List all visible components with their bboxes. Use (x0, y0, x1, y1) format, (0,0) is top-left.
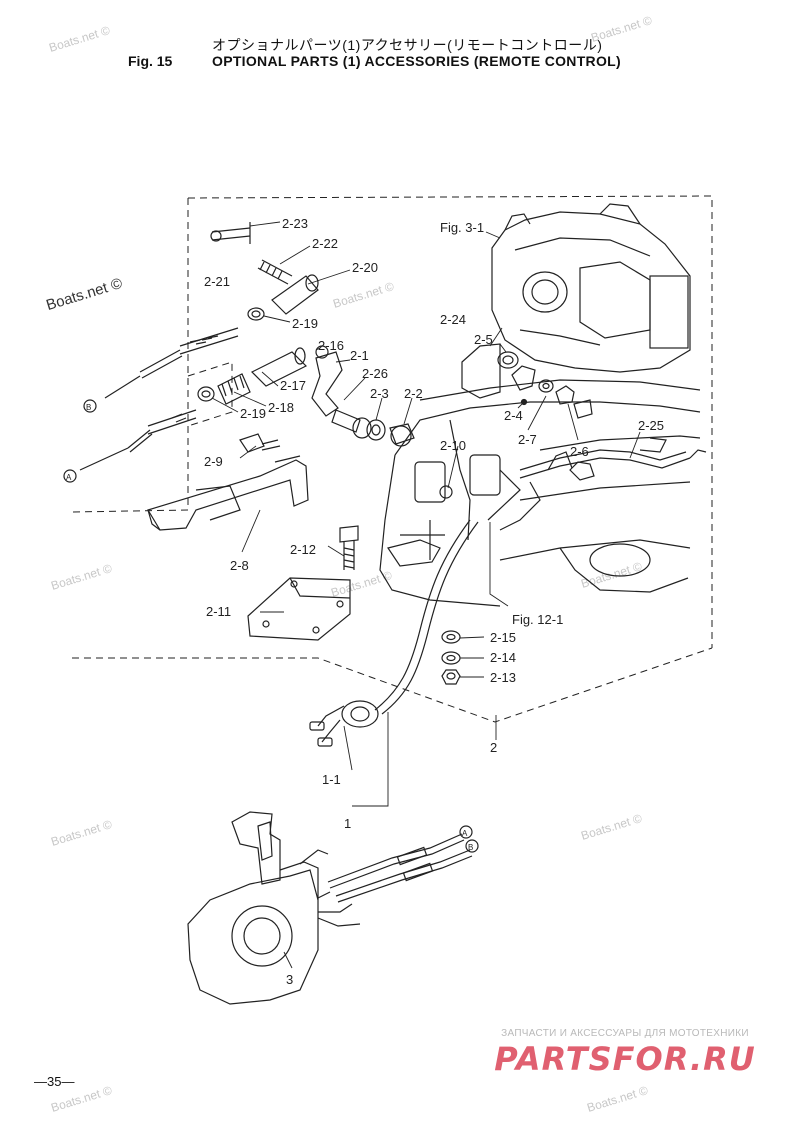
label-2-13: 2-13 (490, 670, 516, 685)
label-2-11: 2-11 (206, 604, 231, 619)
link-rod-parts: B (83, 222, 319, 413)
remote-control-cable (309, 519, 479, 747)
remote-cables-a-b: A B (317, 825, 479, 927)
label-2-8: 2-8 (230, 558, 249, 573)
page-title: OPTIONAL PARTS (1) ACCESSORIES (REMOTE C… (212, 53, 621, 69)
cable-bracket (147, 433, 309, 531)
header: オプショナルパーツ(1)アクセサリー(リモートコントロール) Fig. 15 O… (0, 0, 800, 80)
cable-marker-a: A (66, 473, 72, 482)
remote-control-box (187, 811, 331, 1005)
label-2-16: 2-16 (318, 338, 344, 353)
label-2-5: 2-5 (474, 332, 493, 347)
label-2-15: 2-15 (490, 630, 516, 645)
throttle-lever (311, 345, 415, 447)
label-2-7: 2-7 (518, 432, 537, 447)
label-2-2: 2-2 (404, 386, 423, 401)
page-number: —35— (34, 1074, 75, 1089)
second-rod-parts: A (63, 347, 308, 483)
cable-marker-a-lower: A (462, 829, 468, 838)
label-2-19a: 2-19 (292, 316, 318, 331)
label-2-21: 2-21 (204, 274, 230, 289)
label-2-12: 2-12 (290, 542, 316, 557)
figure-number: Fig. 15 (128, 53, 173, 69)
japanese-title: オプショナルパーツ(1)アクセサリー(リモートコントロール) (212, 37, 603, 53)
label-3: 3 (286, 972, 293, 987)
label-2-17: 2-17 (280, 378, 306, 393)
cable-marker-b: B (86, 403, 91, 412)
engine-block (491, 203, 691, 373)
label-1: 1 (344, 816, 351, 831)
assembly-boundary (71, 195, 713, 723)
ref-fig-3-1: Fig. 3-1 (440, 220, 484, 235)
label-2-18: 2-18 (268, 400, 294, 415)
label-2-4: 2-4 (504, 408, 523, 423)
label-2-20: 2-20 (352, 260, 378, 275)
wiring-harness (487, 437, 707, 531)
ref-fig-12-1: Fig. 12-1 (512, 612, 563, 627)
label-2-9: 2-9 (204, 454, 223, 469)
leader-lines (211, 221, 641, 969)
label-2: 2 (490, 740, 497, 755)
label-2-19b: 2-19 (240, 406, 266, 421)
label-2-23: 2-23 (282, 216, 308, 231)
lower-cowling (379, 379, 701, 607)
brand-watermark: ЗАПЧАСТИ И АКСЕССУАРЫ ДЛЯ МОТОТЕХНИКИ PA… (470, 1028, 780, 1079)
label-2-6: 2-6 (570, 444, 589, 459)
washers-and-nut (441, 630, 461, 685)
brand-tagline: ЗАПЧАСТИ И АКСЕССУАРЫ ДЛЯ МОТОТЕХНИКИ (501, 1028, 749, 1039)
engine-bracket-parts (439, 343, 593, 499)
cable-marker-b-lower: B (468, 843, 473, 852)
brand-logo: PARTSFOR.RU (494, 1040, 756, 1078)
label-2-3: 2-3 (370, 386, 389, 401)
label-2-25: 2-25 (638, 418, 664, 433)
label-2-26: 2-26 (362, 366, 388, 381)
bolt-and-plate (247, 525, 359, 641)
label-2-14: 2-14 (490, 650, 516, 665)
label-2-1: 2-1 (350, 348, 369, 363)
label-1-1: 1-1 (322, 772, 341, 787)
label-2-22: 2-22 (312, 236, 338, 251)
label-2-24: 2-24 (440, 312, 466, 327)
label-2-10: 2-10 (440, 438, 466, 453)
part-labels: 2-23 2-22 2-21 2-20 2-19 2-16 2-1 2-26 2… (204, 216, 664, 987)
